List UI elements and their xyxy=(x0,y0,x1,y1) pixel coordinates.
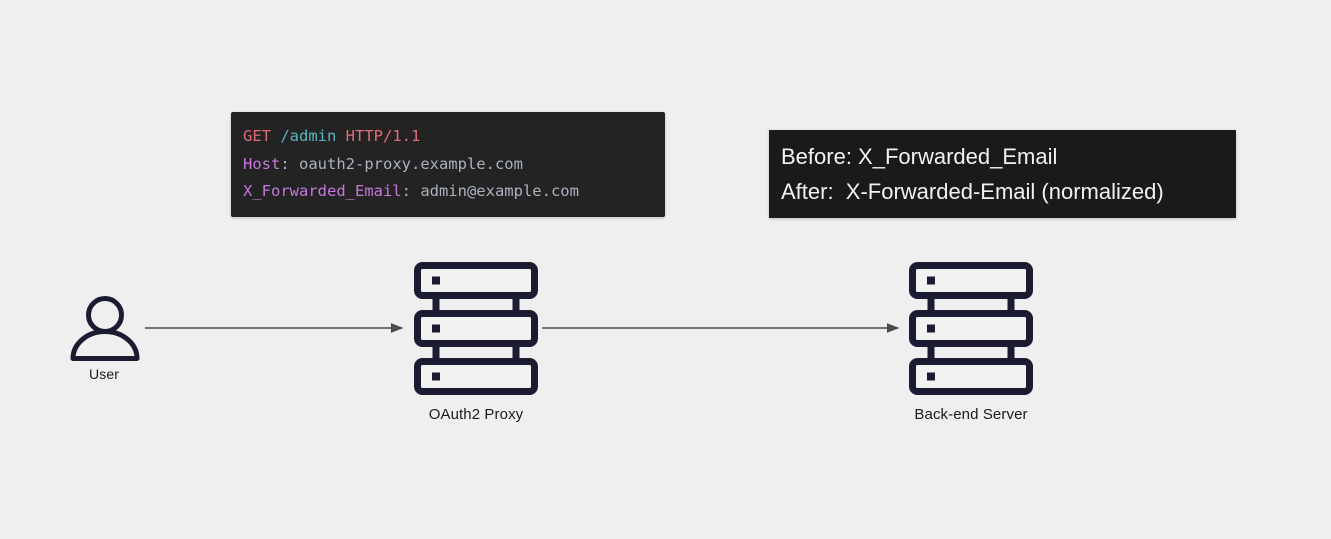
backend-server-label: Back-end Server xyxy=(914,406,1028,423)
http-host-header-line: Host: oauth2-proxy.example.com xyxy=(243,151,653,179)
host-header-name: Host xyxy=(243,154,281,173)
email-header-name: X_Forwarded_Email xyxy=(243,182,402,200)
backend-server-node xyxy=(906,262,1036,403)
oauth2-proxy-node xyxy=(411,262,541,403)
http-request-line: GET /admin HTTP/1.1 xyxy=(243,123,653,151)
oauth2-proxy-label: OAuth2 Proxy xyxy=(428,406,524,423)
http-email-header-line: X_Forwarded_Email: admin@example.com xyxy=(243,178,653,206)
host-header-separator: : xyxy=(280,154,299,173)
user-icon xyxy=(70,296,140,361)
http-request-code-block: GET /admin HTTP/1.1 Host: oauth2-proxy.e… xyxy=(231,112,665,217)
email-header-value: admin@example.com xyxy=(420,182,579,200)
before-line: Before: X_Forwarded_Email xyxy=(781,144,1058,169)
server-stack-icon xyxy=(909,262,1033,395)
server-stack-icon xyxy=(414,262,538,395)
email-header-separator: : xyxy=(401,182,421,200)
http-method: GET xyxy=(243,127,281,145)
after-line: After: X-Forwarded-Email (normalized) xyxy=(781,179,1164,204)
http-path: /admin xyxy=(280,127,346,145)
user-label: User xyxy=(89,366,119,382)
user-node xyxy=(70,293,140,370)
http-version: HTTP/1.1 xyxy=(345,127,421,145)
before-after-annotation-block: Before: X_Forwarded_Email After: X-Forwa… xyxy=(769,130,1236,218)
host-header-value: oauth2-proxy.example.com xyxy=(299,154,523,173)
